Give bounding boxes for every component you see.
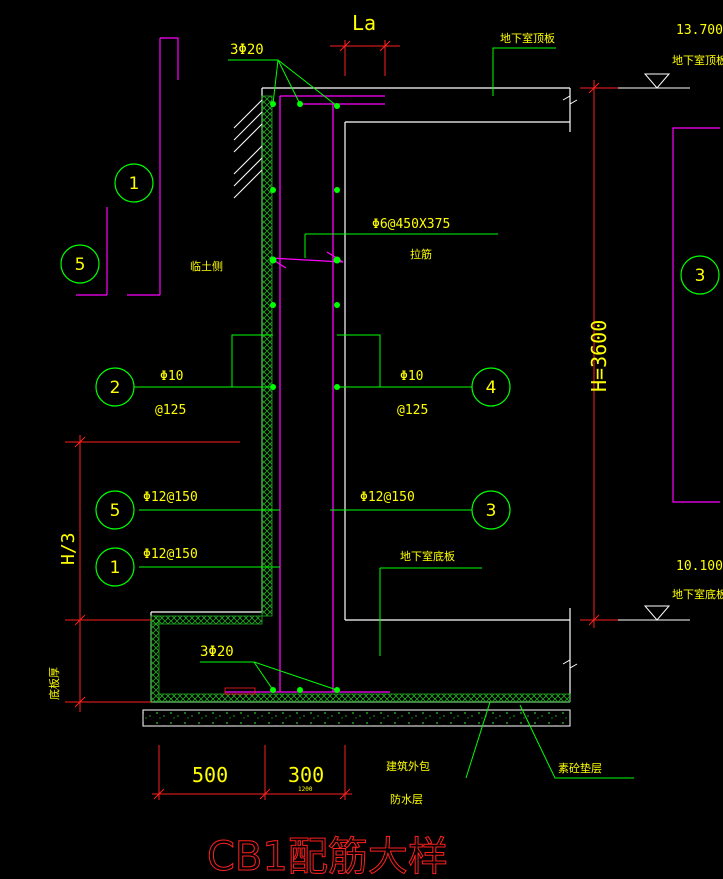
bottom-level-label: 地下室底板 [672,587,723,601]
width-300-dim: 300 [288,763,324,787]
item5-spec: Φ12@150 [143,490,198,505]
level-markers [618,73,690,621]
bottom-bars-label: 3Φ20 [200,644,234,660]
base-thickness-dim: 底板厚 [47,667,61,700]
callout-1: 1 [110,558,121,578]
drawing-title: CB1配筋大样 [207,834,448,879]
callout-5-top: 5 [75,255,86,275]
callout-circles [60,163,720,587]
height-dim: H=3600 [587,320,611,392]
rebar-lines [225,95,390,693]
item2-size: Φ10 [160,369,183,384]
h3-dim: H/3 [58,532,79,565]
soil-side-label: 临土侧 [190,259,223,273]
bottom-slab-label: 地下室底板 [400,549,455,563]
cushion-label: 素砼垫层 [558,761,602,775]
item4-spacing: @125 [397,403,428,418]
leader-lines [134,47,634,779]
item3-spec: Φ12@150 [360,490,415,505]
la-label: La [352,11,376,35]
waterproof-label-1: 建筑外包 [386,759,430,773]
dimension-lines [65,40,630,800]
bottom-bar-label-box [224,687,256,695]
item2-spacing: @125 [155,403,186,418]
top-bars-label: 3Φ20 [230,42,264,58]
break-marks [562,95,578,669]
callout-1-top: 1 [129,174,140,194]
item4-size: Φ10 [400,369,423,384]
callout-3-right: 3 [695,266,706,286]
callout-2: 2 [110,378,121,398]
wall-outline [150,87,571,703]
callout-3: 3 [486,501,497,521]
top-slab-label: 地下室顶板 [500,31,555,45]
section-brackets [76,37,720,503]
bottom-level-value: 10.100 [676,559,723,574]
tie-spec-label: Φ6@450X375 [372,217,450,232]
top-level-label: 地下室顶板 [672,53,723,67]
top-level-value: 13.700 [676,23,723,38]
soil-hatch [233,99,263,199]
width-500-dim: 500 [192,763,228,787]
item1-spec: Φ12@150 [143,547,198,562]
callout-5: 5 [110,501,121,521]
tie-label: 拉筋 [410,247,432,261]
width-1200-dim: 1200 [298,786,313,793]
waterproof-layer [150,95,571,703]
waterproof-label-2: 防水层 [390,792,423,806]
callout-4: 4 [486,378,497,398]
concrete-cushion [142,709,571,727]
